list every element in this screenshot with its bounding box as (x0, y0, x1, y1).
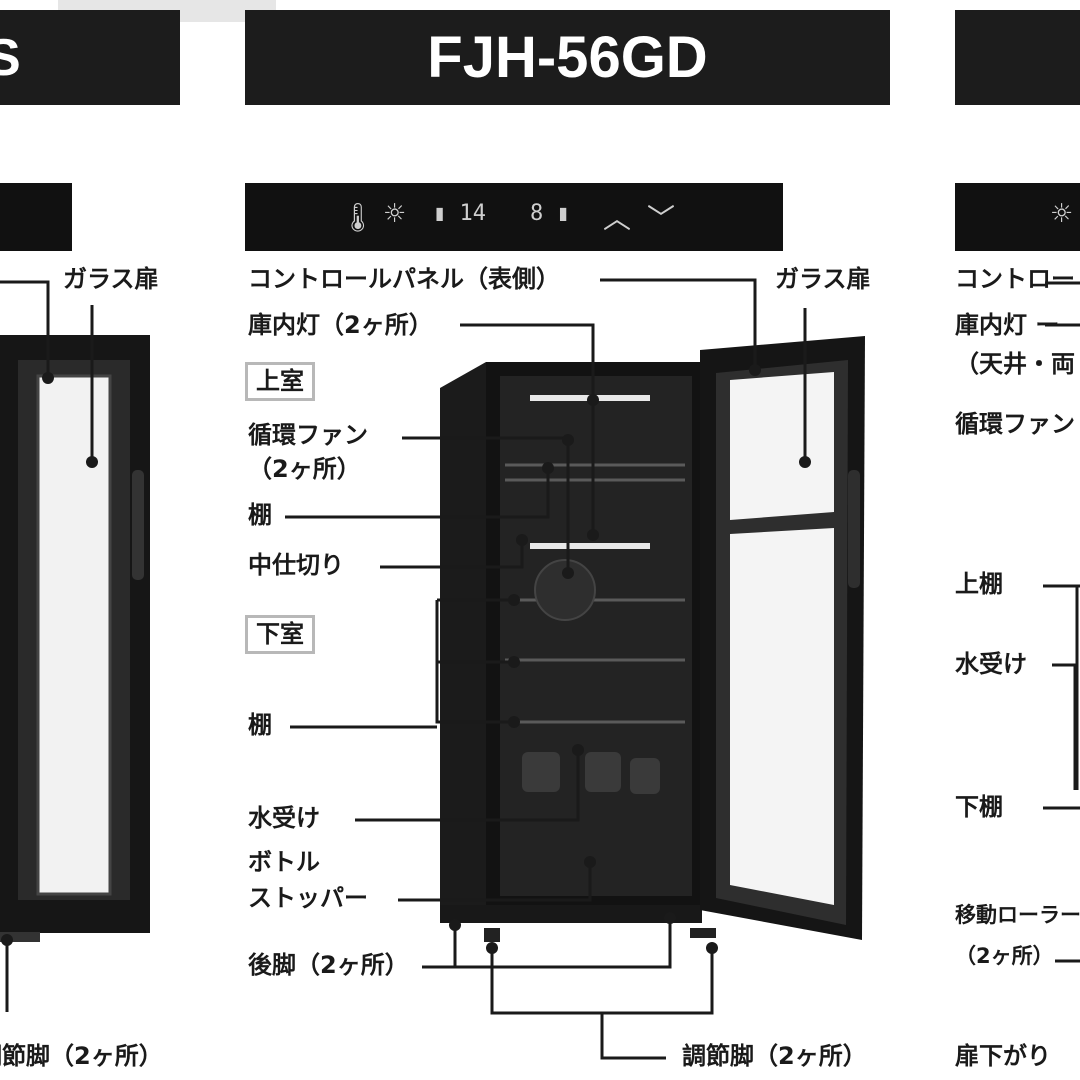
label-rear-feet: 後脚（2ヶ所） (248, 951, 409, 979)
right-label-fan: 循環ファン (955, 410, 1075, 438)
thermometer-icon: 🌡 (340, 201, 376, 234)
left-label-adjust-feet: 調節脚（2ヶ所） (0, 1042, 163, 1070)
label-bottle-line1: ボトル (248, 848, 320, 876)
left-unit (0, 335, 150, 942)
right-label-roller-line1: 移動ローラー (955, 903, 1080, 927)
label-shelf-upper: 棚 (248, 501, 272, 529)
light-bulb-icon: ☼ (1050, 199, 1074, 229)
display-number-1: 14 (459, 201, 487, 226)
left-label-glass-door: ガラス扉 (63, 265, 159, 293)
label-upper-room: 上室 (245, 362, 315, 401)
label-interior-light: 庫内灯（2ヶ所） (248, 311, 433, 339)
down-arrow-icon[interactable]: ﹀ (647, 202, 676, 235)
center-title-text: FJH-56GD (427, 25, 708, 90)
label-lower-room: 下室 (245, 615, 315, 654)
center-title-bar: FJH-56GD (245, 10, 890, 105)
label-bottle-line2: ストッパー (248, 884, 368, 912)
label-divider: 中仕切り (248, 551, 344, 579)
display-number-2: 8 (530, 201, 544, 226)
display-value-1: ▮ 14 (433, 201, 486, 226)
light-bulb-icon: ☼ (383, 199, 407, 229)
right-label-roller-line2: （2ヶ所） (955, 944, 1054, 968)
leader-dots (1, 364, 811, 954)
display-value-2: 8 ▮ (530, 201, 570, 226)
label-glass-door: ガラス扉 (775, 265, 871, 293)
right-label-control-panel: コントロー (955, 265, 1075, 293)
right-label-interior-light: 庫内灯 ー (955, 311, 1060, 339)
right-label-interior-light-sub: （天井・両 (955, 350, 1075, 378)
left-title-text: S (0, 28, 21, 87)
right-label-lower-shelf: 下棚 (955, 793, 1003, 821)
right-label-door-sag: 扉下がり (955, 1042, 1051, 1070)
label-adjust-feet: 調節脚（2ヶ所） (682, 1042, 867, 1070)
center-control-panel: 🌡 ☼ ▮ 14 8 ▮ ︿ ﹀ (245, 183, 783, 251)
up-arrow-icon[interactable]: ︿ (603, 202, 632, 235)
left-control-panel (0, 183, 72, 251)
left-title-bar: S (0, 10, 180, 105)
label-drip-tray: 水受け (248, 804, 320, 832)
center-unit (440, 336, 865, 942)
right-title-bar (955, 10, 1080, 105)
label-fan-line1: 循環ファン (248, 421, 368, 449)
label-control-panel: コントロールパネル（表側） (248, 265, 560, 293)
label-fan-line2: （2ヶ所） (248, 455, 361, 483)
right-label-upper-shelf: 上棚 (955, 570, 1003, 598)
right-label-drip-tray: 水受け (955, 650, 1027, 678)
right-control-panel: ☼ (955, 183, 1080, 251)
label-shelf-lower: 棚 (248, 711, 272, 739)
